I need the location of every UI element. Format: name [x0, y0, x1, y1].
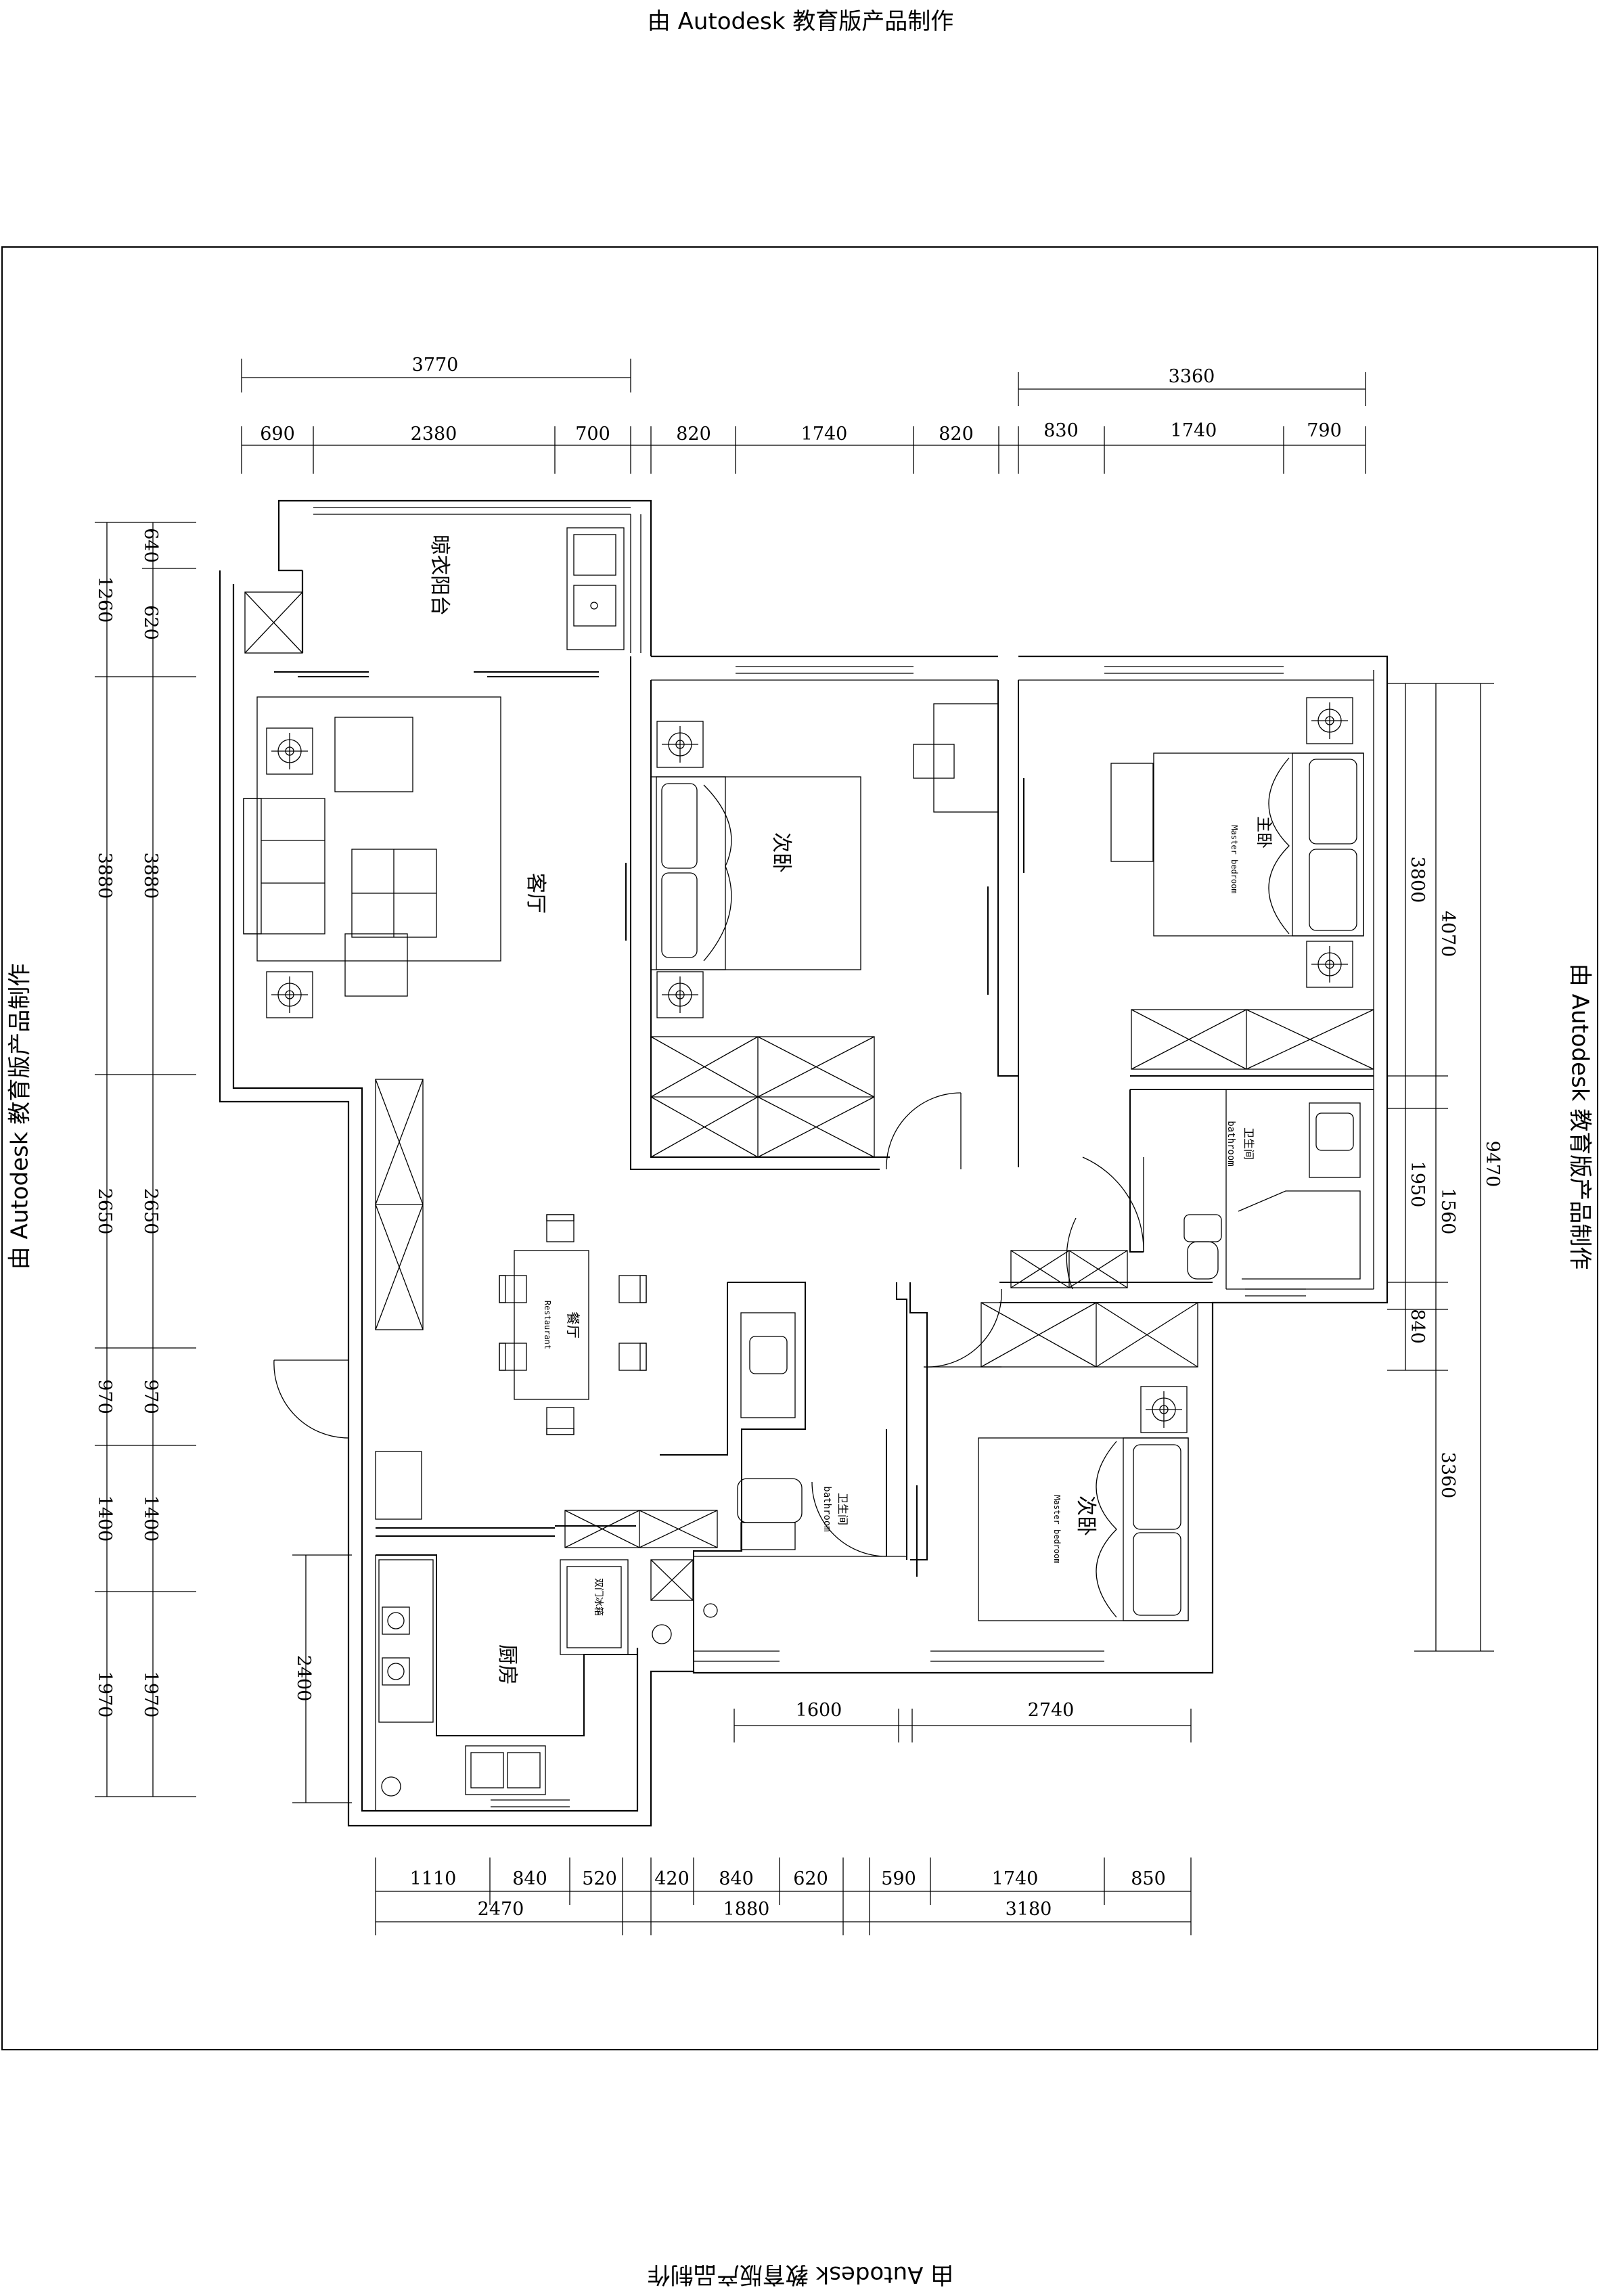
room-label-living-room: 客厅 [524, 873, 547, 914]
living-room: 客厅 [243, 696, 547, 1018]
svg-text:2470: 2470 [478, 1899, 524, 1920]
svg-text:1560: 1560 [1437, 1188, 1458, 1235]
entry-cabinets [375, 1079, 424, 1520]
svg-text:690: 690 [260, 424, 295, 445]
svg-text:1400: 1400 [140, 1495, 161, 1542]
room-label-second-bedroom-2-en: Master bedroom [1052, 1495, 1062, 1563]
svg-text:1740: 1740 [801, 424, 848, 445]
svg-text:620: 620 [140, 605, 161, 640]
svg-text:1260: 1260 [94, 577, 115, 623]
dim-top-total-right: 3360 [1169, 366, 1215, 387]
svg-text:3360: 3360 [1437, 1452, 1458, 1499]
lower-dimension-chain: 1600 2740 [734, 1700, 1192, 1742]
room-label-kitchen: 厨房 [495, 1644, 519, 1685]
room-label-master-bath: 卫生间 [1242, 1127, 1255, 1160]
svg-text:2740: 2740 [1028, 1700, 1075, 1721]
svg-text:820: 820 [676, 424, 711, 445]
room-label-laundry-balcony: 晾衣阳台 [428, 535, 451, 616]
svg-text:2650: 2650 [140, 1188, 161, 1235]
svg-text:1970: 1970 [94, 1671, 115, 1718]
room-label-master-bedroom: 主卧 [1255, 816, 1273, 849]
left-dimension-chains: 1260 3880 2650 970 1400 1970 640 620 388… [94, 522, 352, 1803]
svg-text:4070: 4070 [1437, 911, 1458, 958]
svg-text:1740: 1740 [992, 1868, 1039, 1889]
svg-text:2650: 2650 [94, 1188, 115, 1235]
walls [219, 499, 1389, 1827]
svg-text:970: 970 [140, 1379, 161, 1414]
svg-text:3880: 3880 [140, 853, 161, 899]
svg-text:620: 620 [793, 1868, 828, 1889]
master-bedroom: 主卧 Master bedroom [1110, 697, 1374, 1070]
room-label-dining-room-en: Restaurant [543, 1301, 552, 1349]
dim-kitchen-height: 2400 [293, 1655, 314, 1702]
svg-text:640: 640 [140, 528, 161, 563]
dining-room: 餐厅 Restaurant [499, 1214, 647, 1435]
second-bedroom-2: 次卧 Master bedroom [978, 1302, 1198, 1621]
room-label-second-bedroom-1: 次卧 [769, 832, 793, 873]
svg-text:590: 590 [881, 1868, 916, 1889]
room-label-master-bedroom-en: Master bedroom [1230, 825, 1239, 893]
room-label-dining-room: 餐厅 [565, 1311, 581, 1338]
svg-text:970: 970 [94, 1379, 115, 1414]
svg-text:1600: 1600 [796, 1700, 842, 1721]
svg-text:2380: 2380 [411, 424, 457, 445]
svg-text:840: 840 [719, 1868, 754, 1889]
svg-text:1110: 1110 [410, 1868, 457, 1889]
svg-text:790: 790 [1307, 420, 1342, 441]
svg-text:700: 700 [575, 424, 610, 445]
svg-text:1740: 1740 [1171, 420, 1217, 441]
svg-text:840: 840 [512, 1868, 547, 1889]
svg-text:820: 820 [939, 424, 974, 445]
dim-top-total-left: 3770 [412, 355, 459, 376]
room-label-second-bedroom-2: 次卧 [1074, 1495, 1098, 1536]
svg-text:840: 840 [1407, 1309, 1428, 1344]
top-dimension-chains: 3770 3360 690 2380 700 820 1740 820 830 … [241, 355, 1366, 474]
svg-text:1950: 1950 [1407, 1161, 1428, 1208]
svg-text:3180: 3180 [1006, 1899, 1052, 1920]
right-dimension-chains: 3800 1950 840 4070 1560 3360 9470 [1387, 683, 1503, 1652]
room-label-master-bath-en: bathroom [1225, 1121, 1236, 1166]
master-bath: 卫生间 bathroom [1010, 1102, 1361, 1288]
svg-text:1880: 1880 [723, 1899, 770, 1920]
public-bath: 卫生间 bathroom [564, 1312, 849, 1644]
room-label-public-bath-en: bathroom [821, 1486, 832, 1531]
svg-text:3800: 3800 [1407, 857, 1428, 903]
svg-text:1970: 1970 [140, 1671, 161, 1718]
bottom-dimension-chains: 1110 840 520 420 840 620 590 1740 850 24… [375, 1858, 1192, 1935]
svg-text:3880: 3880 [94, 853, 115, 899]
second-bedroom-1: 次卧 [650, 703, 999, 1158]
label-fridge: 双门冰箱 [593, 1578, 604, 1616]
dim-right-total: 9470 [1482, 1141, 1503, 1188]
room-label-public-bath: 卫生间 [836, 1493, 849, 1525]
watermark-top: 由 Autodesk 教育版产品制作 [647, 8, 954, 35]
svg-text:1400: 1400 [94, 1495, 115, 1542]
svg-text:420: 420 [654, 1868, 690, 1889]
kitchen: 厨房 双门冰箱 [378, 1559, 629, 1797]
svg-text:830: 830 [1043, 420, 1079, 441]
svg-text:850: 850 [1131, 1868, 1166, 1889]
svg-text:520: 520 [582, 1868, 617, 1889]
drawing-frame [1, 246, 1598, 2050]
laundry-balcony: 晾衣阳台 [244, 527, 625, 654]
